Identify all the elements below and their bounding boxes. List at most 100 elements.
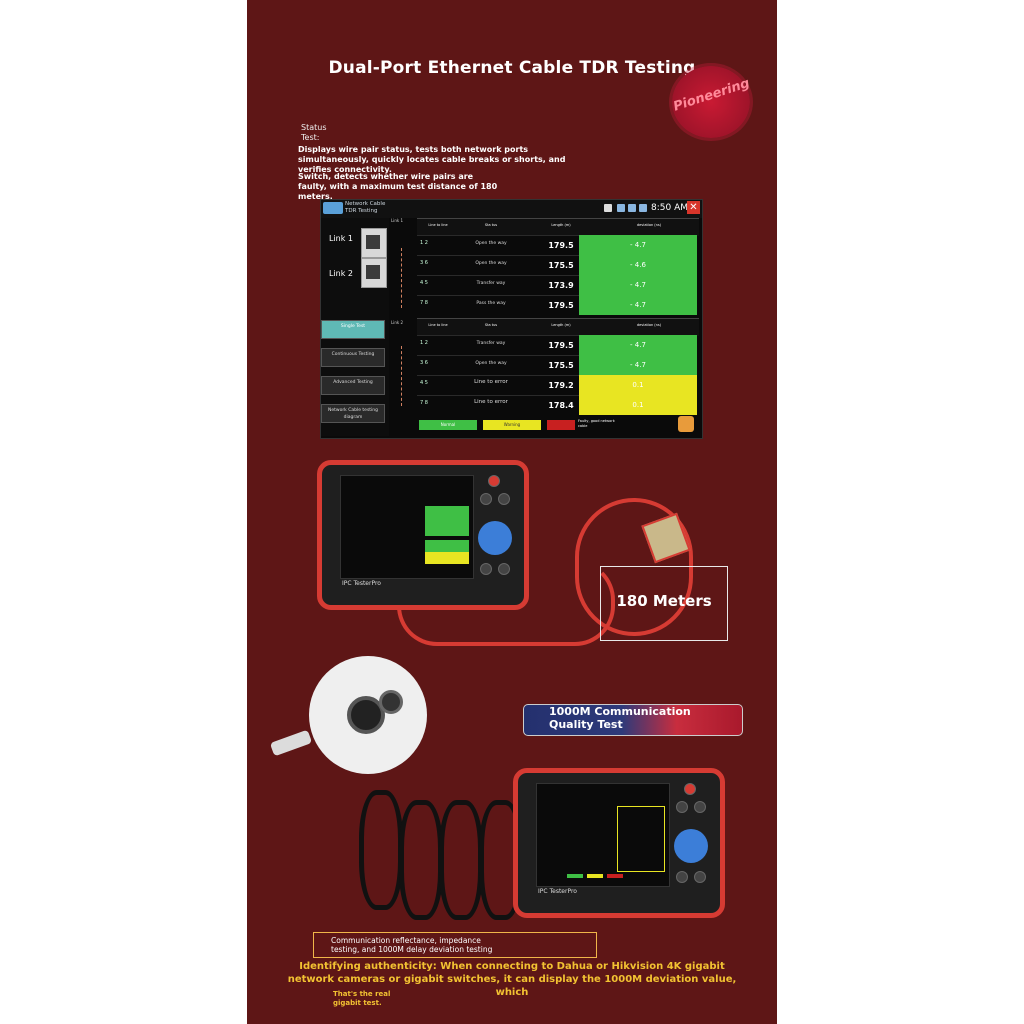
table-row: 1 2 Transfer way 179.5 [417, 335, 579, 356]
header-line-to-line: Line to line [428, 223, 448, 227]
row-length: 175.5 [548, 361, 574, 370]
tester-device: IPC TesterPro [317, 460, 529, 610]
header-status: Sta tus [484, 223, 498, 227]
advanced-testing-button[interactable]: Advanced Testing [321, 376, 385, 395]
distance-box: 180 Meters [600, 566, 728, 641]
settings-icon [639, 204, 647, 212]
menu-icon[interactable] [678, 416, 694, 432]
device-brand: IPC TesterPro [342, 580, 381, 587]
function-key[interactable] [498, 563, 510, 575]
row-status: Transfer way [476, 341, 506, 346]
row-length: 179.5 [548, 341, 574, 350]
header-status: Sta tus [484, 323, 498, 327]
tdr-screen: Network Cable TDR Testing 8:50 AM ✕ Link… [320, 199, 703, 439]
single-test-button[interactable]: Single Test [321, 320, 385, 339]
seal-text: Pioneering [671, 75, 752, 115]
black-cable-coil [359, 790, 403, 910]
description-1: Displays wire pair status, tests both ne… [298, 145, 566, 174]
gigabit-test-banner: 1000M Communication Quality Test [523, 704, 743, 736]
table-row: 4 5 Transfer way 173.9 [417, 275, 579, 296]
row-status: Open the way [475, 241, 507, 246]
row-length: 173.9 [548, 281, 574, 290]
description-2: Switch, detects whether wire pairs are f… [298, 172, 498, 201]
table-row: 3 6 Open the way 175.5 [417, 255, 579, 276]
real-gigabit-text: That's the real gigabit test. [333, 990, 391, 1007]
table-row: 7 8 Pass the way 179.5 [417, 295, 579, 316]
row-status: Pass the way [476, 301, 506, 306]
device-screen-yellow [425, 552, 469, 564]
black-cable-coil [399, 800, 443, 920]
table-row: 1 2 Open the way 179.5 [417, 235, 579, 256]
battery-icon [604, 204, 612, 212]
usb-icon [628, 204, 636, 212]
device-legend-yellow [587, 874, 603, 878]
pair-number: 4 5 [420, 380, 428, 386]
device-screen-2 [536, 783, 670, 887]
continuous-testing-button[interactable]: Continuous Testing [321, 348, 385, 367]
device-brand-2: IPC TesterPro [538, 888, 577, 895]
link2-wires [401, 346, 412, 406]
device-screen-green [425, 506, 469, 536]
screen-topbar: Network Cable TDR Testing 8:50 AM ✕ [321, 200, 702, 218]
row-deviation: 0.1 [632, 401, 644, 409]
table-row: 7 8 Line to error 178.4 [417, 395, 579, 416]
navigation-pad[interactable] [478, 521, 512, 555]
camera-ir-icon [379, 690, 403, 714]
pair-number: 7 8 [420, 300, 428, 306]
function-key[interactable] [676, 871, 688, 883]
function-key[interactable] [480, 563, 492, 575]
navigation-pad-2[interactable] [674, 829, 708, 863]
function-key[interactable] [498, 493, 510, 505]
function-key[interactable] [694, 871, 706, 883]
network-icon [617, 204, 625, 212]
status-label-line2: Test: [301, 133, 320, 142]
table-row: 3 6 Open the way 175.5 [417, 355, 579, 376]
tester-device-2: IPC TesterPro [513, 768, 725, 918]
legend-fault-label: Faulty, good network cable [578, 419, 615, 428]
close-icon[interactable]: ✕ [687, 201, 700, 214]
red-cable-coil [575, 498, 693, 636]
device-legend-green [567, 874, 583, 878]
pair-number: 3 6 [420, 360, 428, 366]
device-screen-green-2 [425, 540, 469, 552]
power-button-2[interactable] [684, 783, 696, 795]
row-length: 175.5 [548, 261, 574, 270]
legend-normal-label: Normal [440, 422, 456, 427]
row-length: 179.2 [548, 381, 574, 390]
header-line-to-line: Line to line [428, 323, 448, 327]
row-status: Line to error [474, 379, 508, 385]
row-deviation: - 4.7 [630, 341, 646, 349]
row-status: Open the way [475, 261, 507, 266]
pair-number: 7 8 [420, 400, 428, 406]
power-button[interactable] [488, 475, 500, 487]
link2-header-row: Line to line Sta tus Length (m) deviatio… [417, 318, 699, 336]
distance-label: 180 Meters [616, 592, 712, 610]
clock: 8:50 AM [651, 203, 688, 213]
device-legend-red [607, 874, 623, 878]
table-row: 4 5 Line to error 179.2 [417, 375, 579, 396]
rj45-port-2-icon [361, 258, 387, 288]
header-length: Length (m) [551, 323, 571, 327]
gigabit-test-label: 1000M Communication Quality Test [549, 705, 691, 731]
authenticity-text: Identifying authenticity: When connectin… [287, 961, 737, 998]
function-key[interactable] [694, 801, 706, 813]
function-key[interactable] [480, 493, 492, 505]
link2-label: Link 2 [329, 269, 354, 278]
pair-number: 4 5 [420, 280, 428, 286]
left-panel: Link 1 Link 2 Single Test Continuous Tes… [321, 218, 389, 436]
communication-test-text: Communication reflectance, impedance tes… [331, 936, 493, 954]
row-length: 178.4 [548, 401, 574, 410]
row-status: Transfer way [476, 281, 506, 286]
device-screen-highlight [617, 806, 665, 872]
cable-diagram-button[interactable]: Network Cable testing diagram [321, 404, 385, 423]
app-title: Network Cable TDR Testing [345, 201, 386, 214]
row-deviation: 0.1 [632, 381, 644, 389]
link1-header-row: Line to line Sta tus Length (m) deviatio… [417, 218, 699, 236]
link1-wires [401, 248, 412, 308]
link1-deviation-block [579, 235, 697, 315]
row-deviation: - 4.6 [630, 261, 646, 269]
function-key[interactable] [676, 801, 688, 813]
camera-connector-icon [269, 729, 313, 757]
camera-lens-icon [347, 696, 385, 734]
row-status: Open the way [475, 361, 507, 366]
